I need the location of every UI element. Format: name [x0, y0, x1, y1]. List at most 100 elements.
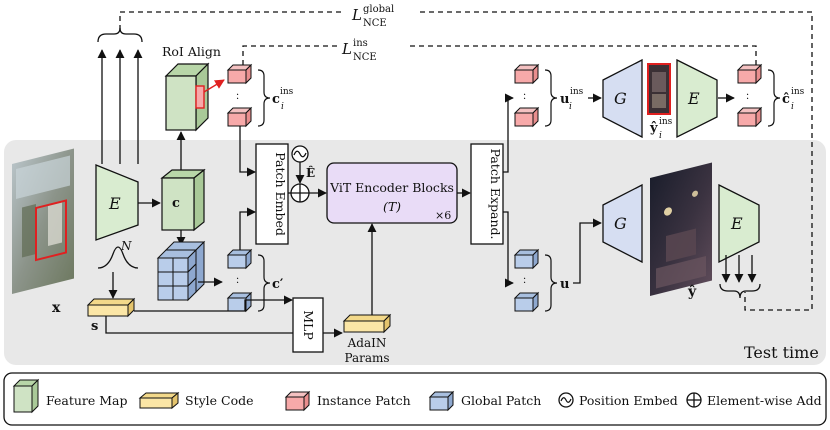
svg-text:·: · [746, 94, 749, 105]
c-hat-i-ins-label: ĉ i ins [782, 87, 805, 112]
feature-map-c [160, 168, 206, 232]
loss-global-dashed-line [119, 11, 813, 311]
vit-label-line2: (T) [383, 199, 401, 214]
svg-text:Instance Patch: Instance Patch [317, 393, 411, 408]
svg-text:i: i [281, 102, 284, 112]
mlp-label: MLP [301, 310, 316, 340]
svg-text:Position Embed: Position Embed [579, 393, 678, 408]
s-to-mlp-line [134, 295, 293, 312]
c-prime-label: c′ [272, 277, 284, 292]
legend-global-patch: Global Patch [428, 390, 541, 412]
noise-icon [97, 246, 139, 269]
roi-to-instance-arrow [203, 79, 225, 93]
svg-text:i: i [659, 131, 662, 141]
u-to-generator-line [573, 218, 602, 284]
svg-text:·: · [523, 90, 526, 101]
legend-box [3, 372, 827, 426]
legend-element-add: Element-wise Add [686, 392, 822, 408]
encoder-to-brace-arrows [97, 49, 143, 164]
input-image [12, 148, 74, 294]
style-code-s [86, 297, 136, 318]
patch-grid [156, 240, 206, 302]
svg-text:ins: ins [280, 87, 294, 97]
svg-text:Style Code: Style Code [185, 393, 254, 408]
global-to-patch-embed-line [239, 207, 256, 250]
legend-style-code: Style Code [138, 391, 254, 410]
patch-expand-box [470, 143, 504, 245]
output-image [650, 162, 712, 296]
svg-text:·: · [523, 94, 526, 105]
svg-text:i: i [569, 102, 572, 112]
s-label: s [91, 319, 98, 334]
u-ins-brace [544, 69, 558, 127]
svg-text:ins: ins [353, 38, 368, 49]
adain-label-line1: AdaIN [347, 336, 387, 350]
legend-position-embed: Position Embed [558, 392, 678, 408]
encoder-bottom-output-arrows [721, 255, 757, 283]
roi-align-label: RoI Align [162, 44, 221, 59]
c-ins-brace [257, 69, 271, 127]
svg-text:·: · [236, 274, 239, 285]
svg-text:·: · [236, 94, 239, 105]
roi-feature-map [164, 62, 210, 132]
svg-text:ins: ins [659, 117, 673, 127]
generator-top-symbol: G [614, 89, 627, 108]
svg-text:u: u [560, 92, 569, 107]
y-hat-i-ins-label: ŷ i ins [649, 117, 673, 141]
pos-embed-symbol: Ê [306, 165, 315, 180]
svg-text:Feature Map: Feature Map [46, 393, 128, 408]
global-patches-u [513, 248, 540, 313]
patch-expand-label: Patch Expand. [488, 148, 503, 239]
element-add-icon [290, 183, 310, 203]
encoder-bottom-right [718, 183, 760, 264]
generator-bottom-symbol: G [614, 214, 627, 233]
c-hat-ins-brace [767, 69, 781, 127]
encoder-bottom-right-symbol: E [730, 214, 743, 233]
encoder-left-symbol: E [108, 194, 121, 213]
loss-ins-label: L ins NCE [341, 38, 377, 63]
c-i-ins-label: c i ins [272, 87, 294, 112]
c-label: c [172, 196, 180, 211]
mlp-box [292, 297, 324, 353]
svg-text:NCE: NCE [363, 18, 387, 29]
svg-text:NCE: NCE [353, 52, 377, 63]
brace-bottom [719, 283, 761, 299]
global-patches-c [226, 248, 253, 313]
svg-text:global: global [363, 4, 394, 15]
u-label: u [560, 277, 569, 292]
adain-label-line2: Params [344, 351, 389, 365]
u-i-ins-label: u i ins [560, 87, 584, 112]
loss-global-label: L global NCE [351, 4, 394, 29]
svg-text:·: · [523, 278, 526, 289]
s-to-adain-line [105, 316, 343, 338]
c-prime-brace [257, 254, 271, 312]
encoder-top-right-symbol: E [687, 89, 700, 108]
expand-to-u-line [503, 211, 514, 288]
adain-params-block [342, 313, 392, 334]
expand-to-u-ins-line [503, 93, 514, 173]
patch-embed-box [255, 143, 289, 245]
patch-embed-label: Patch Embed [273, 152, 288, 236]
svg-text:Element-wise Add: Element-wise Add [707, 393, 822, 408]
svg-text:·: · [236, 278, 239, 289]
vit-repeat: ×6 [435, 209, 451, 222]
position-embed-icon [291, 145, 309, 163]
svg-text:L: L [351, 6, 362, 24]
encoder-top-right [676, 58, 718, 139]
generator-bottom [602, 183, 643, 264]
y-hat-label: ŷ [687, 283, 697, 300]
instance-patches-dots: · [236, 90, 239, 101]
svg-text:·: · [746, 90, 749, 101]
brace-top [97, 27, 143, 43]
legend-instance-patch: Instance Patch [284, 390, 411, 412]
svg-text:Global Patch: Global Patch [461, 393, 541, 408]
svg-text:L: L [341, 40, 352, 58]
svg-text:c: c [272, 92, 280, 107]
loss-ins-dashed-line [242, 45, 757, 65]
svg-text:ŷ: ŷ [649, 121, 658, 136]
svg-text:i: i [791, 102, 794, 112]
svg-text:ins: ins [791, 87, 805, 97]
instance-output-image [647, 63, 671, 115]
u-brace [544, 254, 558, 312]
